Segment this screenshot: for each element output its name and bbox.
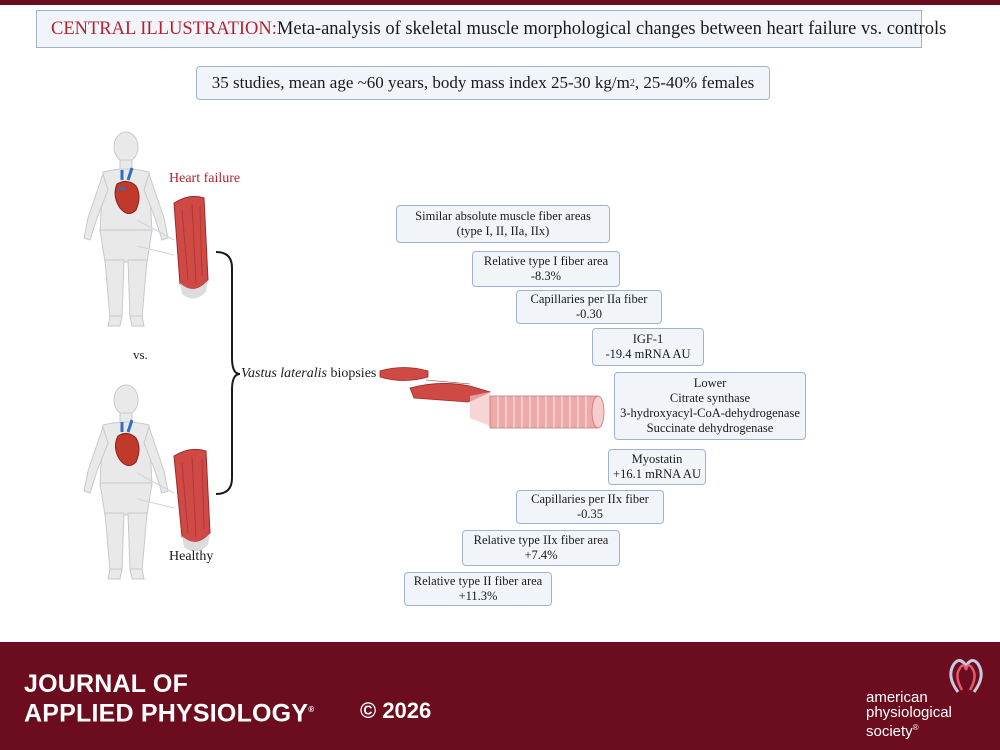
journal-name: JOURNAL OF APPLIED PHYSIOLOGY®: [24, 672, 314, 726]
finding-box: Relative type IIx fiber area +7.4%: [462, 530, 620, 566]
finding-line: (type I, II, IIa, IIx): [456, 224, 550, 238]
finding-box: IGF-1 -19.4 mRNA AU: [592, 328, 704, 366]
summary-tail: , 25-40% females: [634, 73, 755, 92]
aps-logo-icon: [949, 659, 983, 693]
healthy-thigh-muscle: [136, 448, 211, 552]
finding-line: Citrate synthase: [669, 391, 751, 405]
society-name: american physiological society®: [866, 690, 952, 739]
finding-box: Relative type II fiber area +11.3%: [404, 572, 552, 606]
study-summary: 35 studies, mean age ~60 years, body mas…: [196, 66, 770, 100]
finding-line: +7.4%: [524, 548, 558, 562]
top-brand-strip: [0, 0, 1000, 5]
finding-box: Similar absolute muscle fiber areas (typ…: [396, 205, 610, 243]
journal-footer: JOURNAL OF APPLIED PHYSIOLOGY® © 2026 am…: [0, 642, 1000, 750]
finding-box: Lower Citrate synthase 3-hydroxyacyl-CoA…: [614, 372, 806, 440]
finding-line: +11.3%: [458, 589, 498, 603]
finding-line: +16.1 mRNA AU: [613, 467, 701, 481]
biopsy-label: Vastus lateralis biopsies: [241, 366, 376, 382]
finding-line: Relative type IIx fiber area: [473, 533, 609, 547]
society-line2: physiological: [866, 704, 952, 721]
healthy-label: Healthy: [169, 549, 214, 564]
finding-line: Lower: [693, 376, 727, 390]
finding-line: Relative type II fiber area: [413, 574, 543, 588]
finding-line: Similar absolute muscle fiber areas: [415, 209, 591, 223]
versus-label: vs.: [133, 347, 148, 362]
finding-box: Capillaries per IIx fiber -0.35: [516, 490, 664, 524]
diagram-illustration: [83, 131, 605, 580]
finding-box: Relative type I fiber area -8.3%: [472, 251, 620, 287]
grouping-bracket: [215, 251, 241, 495]
finding-line: IGF-1: [632, 332, 664, 346]
biopsy-label-italic: Vastus lateralis: [241, 366, 327, 381]
muscle-fiber-cylinder: [470, 392, 605, 429]
society-line3: society: [866, 723, 913, 740]
finding-line: -8.3%: [530, 269, 562, 283]
journal-name-line1: JOURNAL OF: [24, 670, 189, 698]
heart-failure-label: Heart failure: [169, 171, 241, 186]
summary-text: 35 studies, mean age ~60 years, body mas…: [211, 73, 630, 92]
finding-line: Capillaries per IIa fiber: [530, 292, 648, 306]
finding-line: Relative type I fiber area: [483, 254, 609, 268]
society-line1: american: [866, 689, 928, 706]
title-prefix: CENTRAL ILLUSTRATION:: [51, 18, 277, 39]
finding-box: Capillaries per IIa fiber -0.30: [516, 290, 662, 324]
finding-box: Myostatin +16.1 mRNA AU: [608, 449, 706, 485]
copyright-notice: © 2026: [360, 698, 432, 723]
finding-line: Capillaries per IIx fiber: [531, 492, 649, 506]
heart-failure-thigh-muscle: [136, 195, 209, 299]
central-illustration-title: CENTRAL ILLUSTRATION: Meta-analysis of s…: [36, 10, 946, 48]
journal-name-line2: APPLIED PHYSIOLOGY: [24, 699, 309, 728]
finding-line: -0.35: [576, 507, 604, 521]
summary-superscript: 2: [629, 77, 635, 89]
heart-failure-body-figure: [83, 131, 169, 327]
finding-line: Myostatin: [631, 452, 683, 466]
finding-line: -0.30: [575, 307, 603, 321]
society-registered-mark: ®: [912, 723, 919, 732]
registered-mark: ®: [308, 705, 315, 714]
healthy-body-figure: [83, 384, 169, 580]
biopsy-label-rest: biopsies: [326, 366, 377, 381]
title-text: Meta-analysis of skeletal muscle morphol…: [276, 18, 947, 39]
finding-line: Succinate dehydrogenase: [646, 421, 774, 435]
finding-line: -19.4 mRNA AU: [605, 347, 691, 361]
finding-line: 3-hydroxyacyl-CoA-dehydrogenase: [620, 406, 800, 420]
